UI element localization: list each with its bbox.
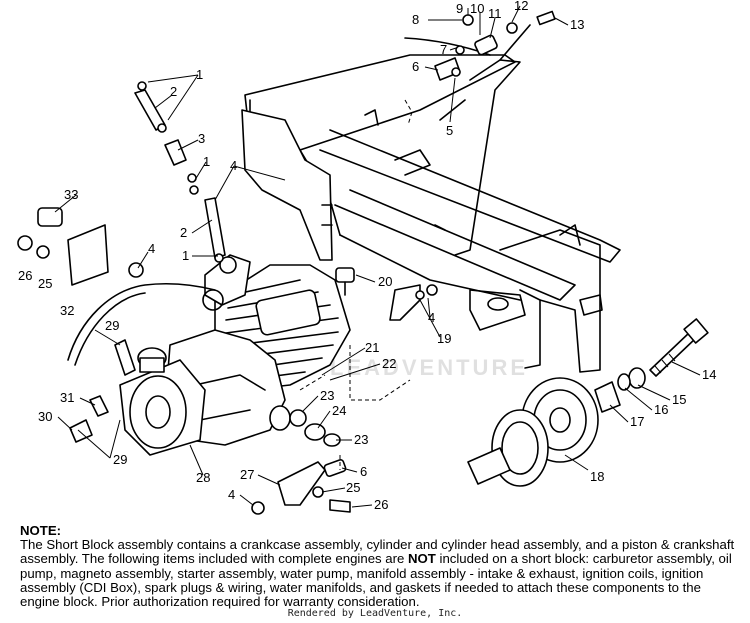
callout-21: 21 xyxy=(365,340,379,355)
callout-23: 23 xyxy=(354,432,368,447)
guide-line xyxy=(404,99,413,126)
callout-29: 29 xyxy=(113,452,127,467)
engine-assembly xyxy=(119,254,351,456)
callout-6: 6 xyxy=(412,59,419,74)
callout-4: 4 xyxy=(228,487,235,502)
callout-11: 11 xyxy=(488,6,502,21)
callout-1: 1 xyxy=(196,67,203,82)
callout-4: 4 xyxy=(428,310,435,325)
parts-diagram: 1 2 3 1 4 2 1 33 26 25 4 32 29 31 30 29 … xyxy=(17,0,716,515)
callout-20: 20 xyxy=(378,274,392,289)
callout-7: 7 xyxy=(440,42,447,57)
callout-14: 14 xyxy=(702,367,716,382)
note-title: NOTE: xyxy=(20,523,62,538)
cable-line xyxy=(499,24,531,61)
frame-assembly xyxy=(244,54,621,373)
note-body: The Short Block assembly contains a cran… xyxy=(20,537,734,609)
note-emphasis: NOT xyxy=(408,551,436,567)
callout-12: 12 xyxy=(514,0,528,13)
cable-hardware xyxy=(434,10,556,81)
callout-26: 26 xyxy=(18,268,32,283)
mount-bracket-left xyxy=(17,207,144,286)
callout-16: 16 xyxy=(654,402,668,417)
callout-19: 19 xyxy=(437,331,451,346)
callout-22: 22 xyxy=(382,356,396,371)
callout-9: 9 xyxy=(456,1,463,16)
callout-8: 8 xyxy=(412,12,419,27)
drain-hose xyxy=(67,283,216,443)
render-credit: Rendered by LeadVenture, Inc. xyxy=(287,608,463,619)
guide-line xyxy=(349,345,411,401)
callout-1: 1 xyxy=(203,154,210,169)
callout-29: 29 xyxy=(105,318,119,333)
callout-27: 27 xyxy=(240,467,254,482)
callout-3: 3 xyxy=(198,131,205,146)
callout-30: 30 xyxy=(38,409,52,424)
note-text-before: The Short Block assembly contains a cran… xyxy=(20,537,735,567)
exploded-view-illustration: 1 2 3 1 4 2 1 33 26 25 4 32 29 31 30 29 … xyxy=(17,0,716,515)
callout-2: 2 xyxy=(170,84,177,99)
leader-lines xyxy=(54,5,701,508)
callout-24: 24 xyxy=(332,403,346,418)
drive-pulley-group xyxy=(467,318,709,487)
callout-33: 33 xyxy=(64,187,78,202)
watermark-text: LEADVENTURE xyxy=(330,355,529,380)
lower-mount-bracket xyxy=(251,409,351,515)
callout-1: 1 xyxy=(182,248,189,263)
sensor-part xyxy=(335,267,355,296)
callout-6: 6 xyxy=(360,464,367,479)
callout-18: 18 xyxy=(590,469,604,484)
callout-13: 13 xyxy=(570,17,584,32)
callout-23: 23 xyxy=(320,388,334,403)
engine-mount-plate xyxy=(241,109,333,261)
callout-10: 10 xyxy=(470,1,484,16)
washer xyxy=(415,290,425,300)
callout-2: 2 xyxy=(180,225,187,240)
callout-17: 17 xyxy=(630,414,644,429)
callout-28: 28 xyxy=(196,470,210,485)
note-section: NOTE: The Short Block assembly contains … xyxy=(20,523,735,609)
callout-25: 25 xyxy=(38,276,52,291)
callout-25: 25 xyxy=(346,480,360,495)
hoses xyxy=(134,81,226,263)
callout-4: 4 xyxy=(148,241,155,256)
callout-31: 31 xyxy=(60,390,74,405)
note-text-after: included on a short block: carburetor as… xyxy=(20,551,732,610)
washer xyxy=(426,284,438,296)
callout-26: 26 xyxy=(374,497,388,512)
callout-32: 32 xyxy=(60,303,74,318)
callout-15: 15 xyxy=(672,392,686,407)
callout-4: 4 xyxy=(230,158,237,173)
guide-line xyxy=(299,374,326,391)
callout-numbers: 1 2 3 1 4 2 1 33 26 25 4 32 29 31 30 29 … xyxy=(18,0,716,512)
callout-5: 5 xyxy=(446,123,453,138)
